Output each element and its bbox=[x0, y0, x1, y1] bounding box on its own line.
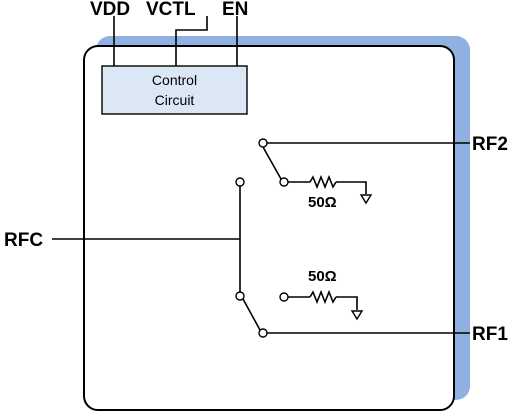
lower-ground-lead bbox=[336, 296, 358, 310]
en-label: EN bbox=[222, 0, 248, 20]
lower-termination-contact bbox=[279, 292, 289, 302]
lower-common-contact bbox=[235, 291, 245, 301]
control-circuit-label-1: Control bbox=[152, 72, 197, 88]
lower-resistor bbox=[309, 289, 337, 305]
vctl-label: VCTL bbox=[146, 0, 196, 20]
control-circuit-block bbox=[101, 65, 248, 115]
control-circuit-label-2: Circuit bbox=[155, 92, 195, 108]
upper-resistor bbox=[309, 174, 337, 190]
rfc-label: RFC bbox=[4, 230, 43, 251]
upper-ground-symbol bbox=[359, 194, 373, 205]
rf1-contact bbox=[258, 328, 268, 338]
package-body bbox=[83, 45, 455, 411]
lower-resistor-label: 50Ω bbox=[308, 268, 337, 285]
rf1-label: RF1 bbox=[472, 324, 508, 345]
vctl-wire bbox=[175, 16, 208, 66]
rf2-switch-arm bbox=[262, 146, 282, 180]
upper-common-contact bbox=[235, 177, 245, 187]
rf2-contact bbox=[258, 138, 268, 148]
vdd-label: VDD bbox=[90, 0, 130, 20]
upper-termination-contact bbox=[279, 177, 289, 187]
upper-resistor-label: 50Ω bbox=[308, 194, 337, 211]
rf2-label: RF2 bbox=[472, 134, 508, 155]
rf1-switch-arm bbox=[242, 298, 261, 331]
lower-ground-symbol bbox=[350, 310, 364, 321]
upper-ground-lead bbox=[336, 181, 367, 194]
